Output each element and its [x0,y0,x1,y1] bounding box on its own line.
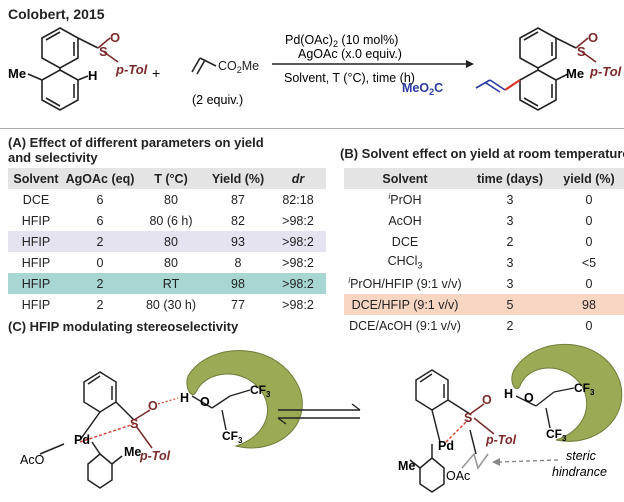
hfip-blob-left [186,350,303,449]
sm-methyl: Me [8,66,26,81]
cf3-left-bottom: CF3 [222,429,243,445]
o-right: O [482,393,492,407]
aco-left: AcO [20,453,45,467]
plus-sign: + [152,65,160,81]
tableB-header-row: Solvent time (days) yield (%) [344,168,624,189]
ptol-left: p-Tol [139,449,171,463]
pd-right: Pd [438,439,454,453]
sm-oxygen: O [110,30,120,45]
cf3-right-bottom: CF3 [546,427,567,443]
h-right: H [504,387,513,401]
sm-lower-ring [41,69,79,111]
sectionC-title: (C) HFIP modulating stereoselectivity [8,319,239,334]
pr-ptol: p-Tol [589,64,622,79]
me-left: Me [124,445,141,459]
oac-right: OAc [446,469,470,483]
o2-left: O [200,395,210,409]
conditions-line3: Solvent, T (°C), time (h) [284,71,415,85]
cf3-right-top: CF3 [574,381,595,397]
acrylate [191,57,217,75]
tableA-title: (A) Effect of different parameters on yi… [8,135,264,165]
steric-label-2: hindrance [552,465,607,479]
pd-left: Pd [74,433,90,447]
tableA: Solvent AgOAc (eq) T (°C) Yield (%) dr D… [8,168,326,315]
hfip-blob-right [511,343,623,442]
tableA-header-row: Solvent AgOAc (eq) T (°C) Yield (%) dr [8,168,326,189]
sm-upper-ring [41,27,79,69]
steric-label-1: steric [566,449,597,463]
o-left: O [148,399,158,413]
conditions-line2: AgOAc (x.0 equiv.) [298,47,402,61]
pr-methyl: Me [566,66,584,81]
sm-hydrogen: H [88,68,97,83]
citation: Colobert, 2015 [8,6,105,22]
acrylate-ester: CO2Me [218,59,259,75]
new-cc-bond [504,79,521,91]
me-right: Me [398,459,415,473]
s-left: S [130,417,138,431]
acrylate-equiv: (2 equiv.) [192,93,243,107]
reaction-scheme: S O p-Tol Me H + CO2Me (2 equiv.) Pd(OAc… [8,27,622,111]
stereoselectivity-diagram: Pd AcO Me S O H O p-Tol CF3 CF3 Me Pd OA… [20,343,623,493]
h-left: H [180,391,189,405]
steric-arrow [499,459,559,463]
o2-right: O [524,391,534,405]
conditions-line1: Pd(OAc)2 (10 mol%) [285,33,398,49]
ptol-right: p-Tol [485,433,517,447]
pr-oxygen: O [588,30,598,45]
pr-upper-ring [519,27,557,69]
pd-s-interaction [79,423,135,443]
separator [0,128,624,129]
pr-lower-ring [519,69,557,111]
sm-ptol: p-Tol [115,62,148,77]
right-phenyl [415,369,449,411]
pd-s-interaction-right [445,419,469,443]
cf3-left-top: CF3 [250,383,271,399]
s-right: S [464,411,472,425]
pr-sulfur: S [577,44,586,59]
product-ester: MeO2C [402,81,443,97]
sm-sulfur: S [99,44,108,59]
left-phenyl [83,371,117,413]
tableB-title: (B) Solvent effect on yield at room temp… [340,146,624,161]
